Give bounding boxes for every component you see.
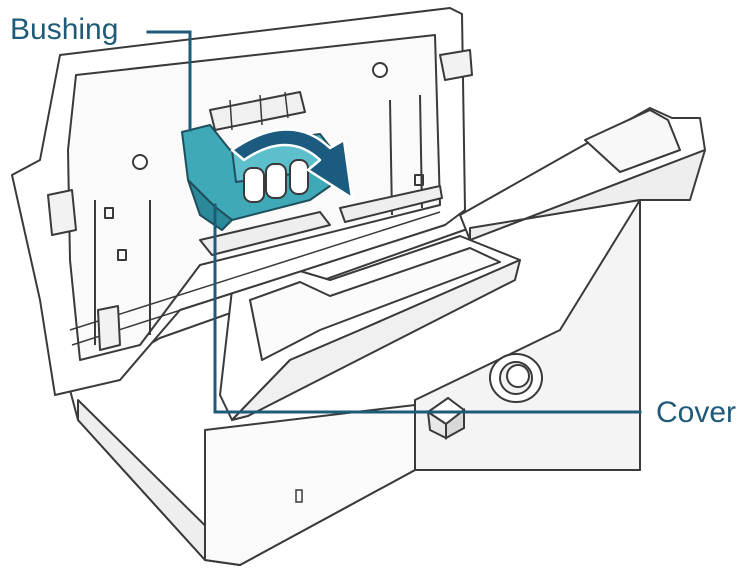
cover-label: Cover xyxy=(656,396,737,429)
stacker-tray xyxy=(219,235,521,421)
pick-rollers xyxy=(243,159,309,203)
bushing-leader-line xyxy=(146,30,192,132)
scanner-base xyxy=(69,199,641,566)
curved-arrow-icon xyxy=(230,128,354,200)
bushing-label: Bushing xyxy=(10,13,119,46)
callout-leaders xyxy=(146,30,642,414)
cover-leader-line xyxy=(213,203,642,414)
indicator-mark xyxy=(295,489,303,503)
power-button-icon xyxy=(489,353,543,403)
paper-chute xyxy=(459,107,706,241)
